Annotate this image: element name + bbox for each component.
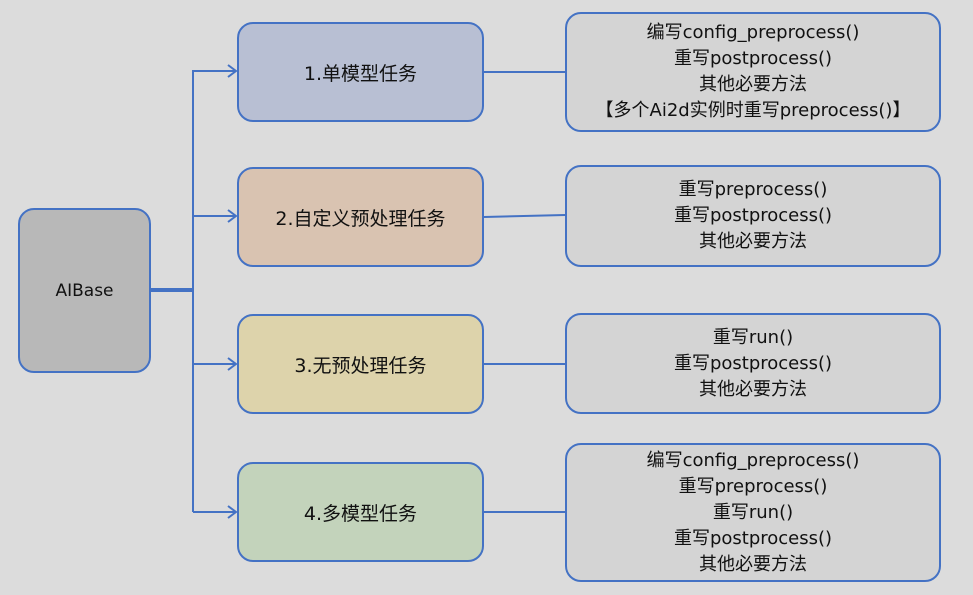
detail-line: 重写postprocess()	[673, 352, 833, 374]
detail-line: 重写run()	[712, 326, 794, 348]
arrow-task-3	[193, 357, 238, 371]
task-label: 4.多模型任务	[303, 502, 418, 525]
detail-node-2: 重写preprocess() 重写postprocess() 其他必要方法	[565, 165, 941, 267]
arrow-task-2	[193, 209, 238, 223]
task-node-2: 2.自定义预处理任务	[237, 167, 484, 267]
detail-line: 其他必要方法	[699, 74, 807, 95]
arrow-task-1	[193, 64, 238, 78]
detail-line: 编写config_preprocess()	[646, 449, 860, 471]
link-task-2	[483, 214, 566, 218]
detail-line: 【多个Ai2d实例时重写preprocess()】	[595, 100, 911, 121]
detail-line: 编写config_preprocess()	[646, 22, 860, 43]
detail-line: 其他必要方法	[699, 553, 807, 575]
detail-node-4: 编写config_preprocess() 重写preprocess() 重写r…	[565, 443, 941, 582]
detail-node-1: 编写config_preprocess() 重写postprocess() 其他…	[565, 12, 941, 132]
arrow-task-4	[193, 505, 238, 519]
root-label: AIBase	[55, 280, 114, 301]
detail-line: 重写postprocess()	[673, 205, 833, 226]
detail-node-3: 重写run() 重写postprocess() 其他必要方法	[565, 313, 941, 414]
task-node-3: 3.无预处理任务	[237, 314, 484, 414]
detail-line: 其他必要方法	[699, 231, 807, 252]
task-label: 1.单模型任务	[303, 62, 418, 85]
detail-line: 重写postprocess()	[673, 48, 833, 69]
detail-line: 其他必要方法	[699, 378, 807, 400]
task-label: 2.自定义预处理任务	[275, 207, 446, 230]
detail-line: 重写preprocess()	[678, 475, 828, 497]
task-node-1: 1.单模型任务	[237, 22, 484, 122]
task-label: 3.无预处理任务	[294, 354, 427, 377]
detail-line: 重写postprocess()	[673, 527, 833, 549]
task-node-4: 4.多模型任务	[237, 462, 484, 562]
root-node: AIBase	[18, 208, 151, 373]
detail-line: 重写run()	[712, 501, 794, 523]
detail-line: 重写preprocess()	[678, 179, 828, 200]
